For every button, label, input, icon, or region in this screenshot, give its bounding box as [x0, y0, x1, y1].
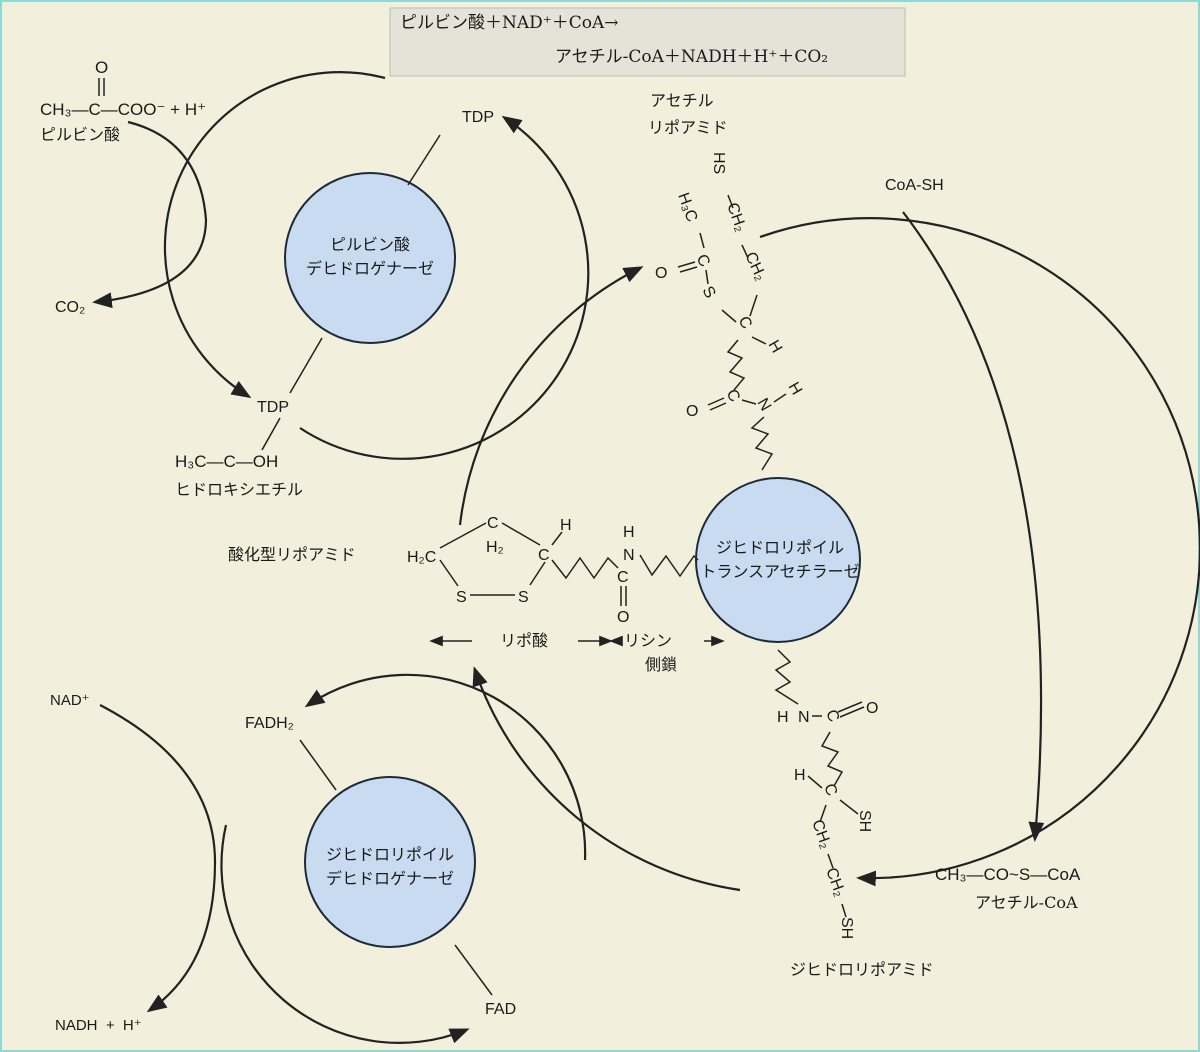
- bonds: [774, 649, 865, 918]
- fad-label: FAD: [485, 1001, 516, 1018]
- tdp-top-label: TDP: [462, 109, 494, 126]
- bonds: [439, 522, 699, 606]
- hydroxyethyl-formula: H₃C—C—OH: [175, 452, 278, 471]
- atom: C: [487, 515, 499, 532]
- tdp-bottom-label: TDP: [257, 399, 289, 416]
- atom: CH₂: [808, 818, 834, 851]
- coa-sh-label: CoA-SH: [885, 177, 944, 194]
- atom: O: [655, 265, 667, 282]
- atom: CH₂: [723, 201, 749, 234]
- dihydrolipoamide-label: ジヒドロリポアミド: [790, 960, 934, 979]
- lipoic-lysine-span: リポ酸 リシン 側鎖: [429, 631, 725, 674]
- atom: SH: [838, 917, 855, 939]
- e1-tdp-link: [289, 337, 323, 394]
- atom: H₃C: [674, 191, 700, 225]
- e2-cycle-arrow-acetylation: [458, 266, 644, 526]
- e1-name-line2: デヒドロゲナーゼ: [306, 259, 434, 278]
- e3-cycle-arrow-top: [304, 673, 587, 861]
- side-chain-label: 側鎖: [645, 655, 677, 674]
- atom: H₂: [486, 539, 504, 556]
- hydroxyethyl-label: ヒドロキシエチル: [175, 480, 303, 499]
- atom: N: [798, 709, 810, 726]
- lipoic-acid-label: リポ酸: [500, 631, 548, 650]
- e1-cycle-arrow-right: [299, 115, 590, 460]
- nad-plus-label: NAD⁺: [50, 692, 90, 709]
- atom: H: [623, 524, 635, 541]
- e3-name-line2: デヒドロゲナーゼ: [326, 869, 454, 888]
- e1-cycle-arrow-left: [163, 71, 386, 399]
- pyruvate-oxygen: O: [95, 58, 108, 77]
- e3-fad-link: [454, 944, 493, 996]
- atom: H: [794, 767, 806, 784]
- atom: HS: [710, 152, 727, 174]
- e3-cycle-arrow-bottom: [220, 824, 470, 1044]
- co2-label: CO₂: [55, 299, 85, 316]
- atom: C: [617, 569, 629, 586]
- dihydrolipoamide: N H C O H C SH CH₂ CH₂ SH ジヒドロリポアミド: [774, 649, 934, 979]
- e2-name-line1: ジヒドロリポイル: [716, 538, 844, 557]
- dihydrolipoyl-transacetylase-enzyme: [695, 477, 861, 643]
- coa-to-acetyl-coa-arrow: [902, 211, 1045, 842]
- e3-name-line1: ジヒドロリポイル: [326, 845, 454, 864]
- bond: [261, 417, 281, 451]
- atom: N: [623, 547, 635, 564]
- atom: H: [560, 517, 572, 534]
- acetyl-coa-formula: CH₃—CO~S—CoA: [935, 865, 1081, 884]
- bonds: [677, 194, 787, 471]
- atom: C: [538, 547, 550, 564]
- oxidized-lipoamide-label: 酸化型リポアミド: [228, 545, 356, 564]
- summary-equation-box: ピルビン酸＋NAD⁺＋CoA→ アセチル-CoA＋NADH＋H⁺＋CO₂: [389, 7, 906, 77]
- nad-reduction-arrow: [99, 704, 217, 1013]
- atom: S: [518, 589, 529, 606]
- atom: N: [754, 396, 775, 415]
- atom: O: [617, 609, 629, 626]
- e2-cycle-arrow-reoxidation: [472, 666, 741, 892]
- pyruvate-formula: CH₃—C—COO⁻ + H⁺: [40, 100, 206, 119]
- atom: C: [820, 782, 840, 799]
- atom: H₂C: [407, 549, 436, 566]
- acetyl-lipoamide: アセチル リポアミド HS CH₂ CH₂ H₃C C O S C H C O …: [648, 91, 806, 471]
- atom: CH₂: [741, 250, 769, 284]
- oxidized-lipoamide: 酸化型リポアミド H₂C C H₂ C H S S C O N H: [228, 515, 699, 626]
- acetyl-coa-label: アセチル-CoA: [975, 893, 1078, 912]
- e1-name-line1: ピルビン酸: [330, 235, 410, 254]
- fadh2-label: FADH₂: [245, 715, 294, 732]
- pyruvate-label: ピルビン酸: [40, 125, 120, 144]
- atom: O: [686, 403, 698, 420]
- atom: H: [777, 709, 789, 726]
- lysine-label: リシン: [624, 631, 672, 650]
- atom: CH₂: [822, 866, 848, 899]
- pyruvate-decarboxylation-arrow: [92, 120, 208, 309]
- summary-line-1: ピルビン酸＋NAD⁺＋CoA→: [400, 13, 619, 33]
- e1-tdp-link: [407, 134, 441, 186]
- nadh-label: NADH + H⁺: [55, 1017, 142, 1034]
- atom: C: [735, 314, 756, 333]
- atom: S: [699, 284, 719, 302]
- atom: H: [785, 380, 806, 399]
- e2-name-line2: トランスアセチラーゼ: [700, 562, 859, 581]
- atom: C: [723, 387, 744, 406]
- e3-fad-link: [299, 739, 337, 791]
- atom: SH: [856, 810, 873, 832]
- pyruvate-dehydrogenase-enzyme: [284, 172, 456, 344]
- summary-line-2: アセチル-CoA＋NADH＋H⁺＋CO₂: [555, 47, 828, 67]
- atom: S: [456, 589, 467, 606]
- dihydrolipoyl-dehydrogenase-enzyme: [304, 776, 476, 948]
- atom: C: [822, 708, 842, 725]
- acetyl-lipoamide-label: リポアミド: [648, 118, 728, 137]
- acetyl-lipoamide-partial-label: アセチル: [650, 91, 714, 110]
- pyruvate: O CH₃—C—COO⁻ + H⁺ ピルビン酸: [40, 58, 206, 144]
- atom: O: [866, 700, 878, 717]
- atom: H: [765, 338, 786, 357]
